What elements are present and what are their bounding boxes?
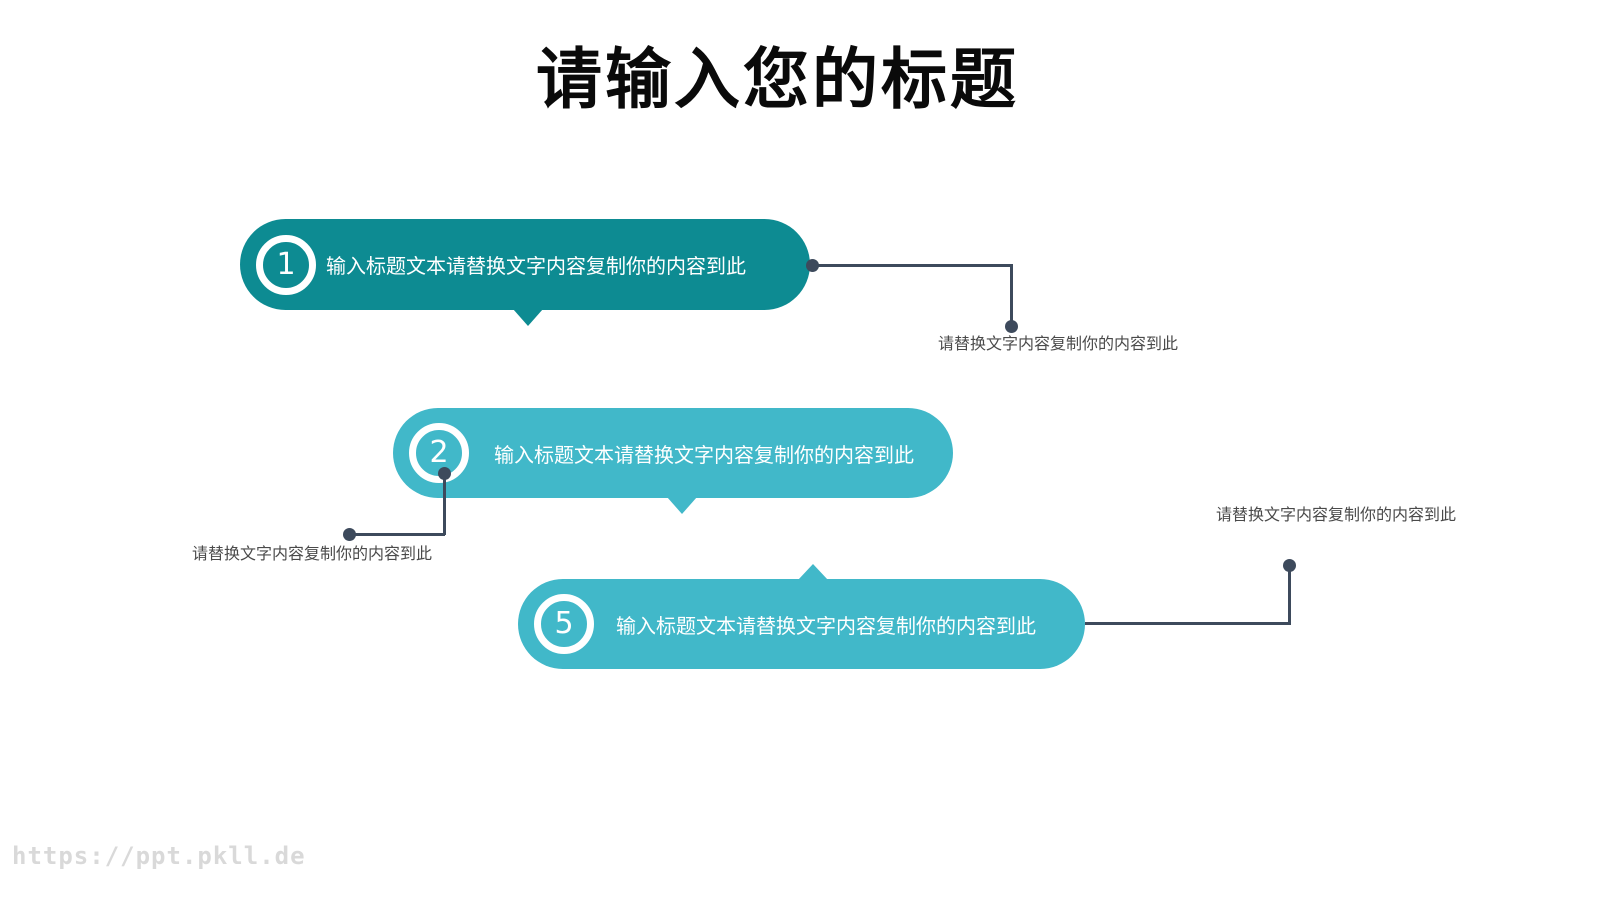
step-1-number-badge: 1 bbox=[256, 234, 316, 295]
connector-3-vertical-line bbox=[1288, 567, 1291, 624]
step-2-banner: 2 输入标题文本请替换文字内容复制你的内容到此 bbox=[393, 408, 953, 498]
step-2-caption: 请替换文字内容复制你的内容到此 bbox=[192, 544, 433, 563]
connector-1-end-dot bbox=[1005, 320, 1018, 333]
step-1-caption: 请替换文字内容复制你的内容到此 bbox=[938, 334, 1179, 353]
connector-3-end-dot bbox=[1283, 559, 1296, 572]
connector-3-horizontal-line bbox=[1085, 622, 1291, 625]
connector-2-end-dot bbox=[343, 528, 356, 541]
step-2-title-text: 输入标题文本请替换文字内容复制你的内容到此 bbox=[494, 442, 914, 467]
step-3-number: 5 bbox=[554, 606, 574, 641]
step-3-number-badge: 5 bbox=[534, 594, 594, 654]
connector-2-vertical-line bbox=[443, 473, 446, 535]
step-2-pointer-triangle bbox=[667, 497, 697, 514]
step-2-number: 2 bbox=[429, 435, 449, 470]
connector-1-vertical-line bbox=[1010, 264, 1013, 326]
step-3-pointer-triangle bbox=[798, 564, 828, 580]
step-1-pointer-triangle bbox=[513, 309, 543, 326]
step-1-banner: 1 输入标题文本请替换文字内容复制你的内容到此 bbox=[240, 219, 810, 310]
watermark-url: https://ppt.pkll.de bbox=[12, 842, 306, 870]
step-3-banner: 5 输入标题文本请替换文字内容复制你的内容到此 bbox=[518, 579, 1085, 669]
connector-1-horizontal-line bbox=[812, 264, 1013, 267]
connector-2-horizontal-line bbox=[350, 533, 445, 536]
step-3-title-text: 输入标题文本请替换文字内容复制你的内容到此 bbox=[616, 613, 1036, 638]
step-3-caption: 请替换文字内容复制你的内容到此 bbox=[1216, 505, 1457, 524]
step-1-number: 1 bbox=[276, 246, 296, 282]
step-1-title-text: 输入标题文本请替换文字内容复制你的内容到此 bbox=[326, 254, 746, 278]
step-2-number-badge: 2 bbox=[409, 423, 469, 483]
slide-title: 请输入您的标题 bbox=[536, 41, 1019, 118]
